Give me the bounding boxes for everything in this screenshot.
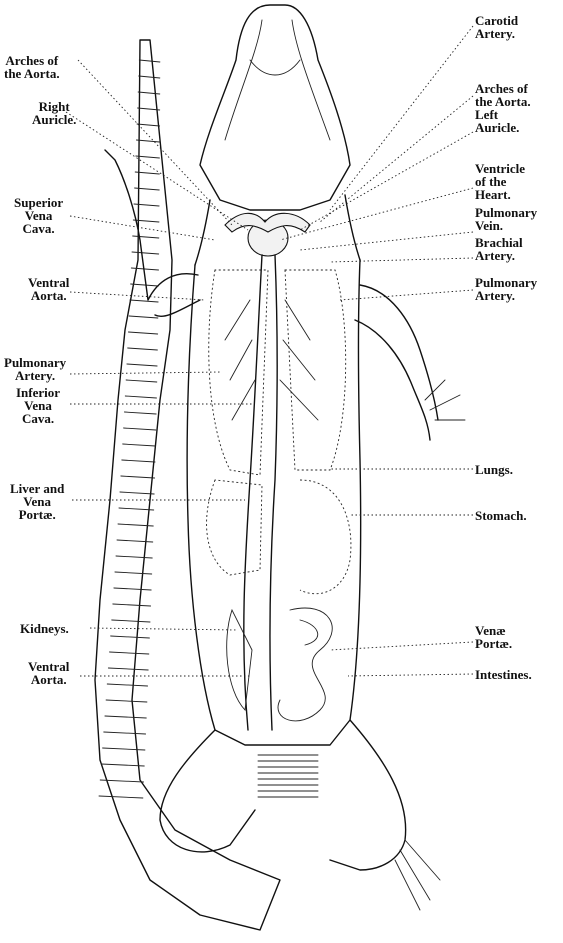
label-stomach: Stomach. <box>475 509 527 522</box>
stomach-outline <box>300 480 351 594</box>
label-inferior-vena-cava: Inferior Vena Cava. <box>16 386 60 425</box>
aortic-arches <box>225 213 310 232</box>
label-pulmonary-vein: Pulmonary Vein. <box>475 206 537 232</box>
organs <box>207 213 351 730</box>
label-ventral-aorta-lower: Ventral Aorta. <box>28 660 69 686</box>
label-ventral-aorta-upper: Ventral Aorta. <box>28 276 69 302</box>
liver-outline <box>207 480 262 575</box>
kidneys-outline <box>227 610 252 710</box>
label-pulmonary-artery-right: Pulmonary Artery. <box>475 276 537 302</box>
label-liver-and-vena-portae: Liver and Vena Portæ. <box>10 482 64 521</box>
lizard-body <box>105 5 465 910</box>
label-kidneys: Kidneys. <box>20 622 69 635</box>
label-superior-vena-cava: Superior Vena Cava. <box>14 196 63 235</box>
right-lung <box>285 270 346 470</box>
label-intestines: Intestines. <box>475 668 532 681</box>
label-arches-of-the-aorta-left: Arches of the Aorta. <box>4 54 60 80</box>
label-ventricle-of-the-heart: Ventricle of the Heart. <box>475 162 525 201</box>
label-carotid-artery: Carotid Artery. <box>475 14 518 40</box>
label-venae-portae: Venæ Portæ. <box>475 624 512 650</box>
label-pulmonary-artery-left: Pulmonary Artery. <box>4 356 66 382</box>
label-lungs: Lungs. <box>475 463 513 476</box>
label-brachial-artery: Brachial Artery. <box>475 236 523 262</box>
label-arches-aorta-left-auricle: Arches of the Aorta. Left Auricle. <box>475 82 531 134</box>
intestines <box>278 608 332 721</box>
leader-lines <box>66 26 473 676</box>
label-right-auricle: Right Auricle. <box>32 100 76 126</box>
